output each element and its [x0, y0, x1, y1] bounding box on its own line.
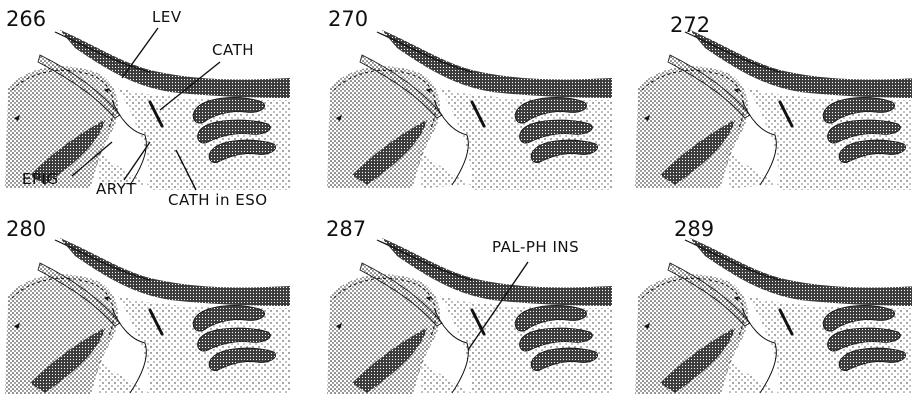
- panel-272: 272: [635, 13, 912, 190]
- label-cath: CATH: [212, 41, 254, 59]
- panel-number: 289: [674, 217, 714, 241]
- label-cath-in-eso: CATH in ESO: [168, 191, 268, 209]
- panel-289: 289: [635, 217, 912, 394]
- label-aryt: ARYT: [96, 180, 136, 198]
- label-lev: LEV: [152, 8, 182, 26]
- label-epig: EPIG: [22, 170, 59, 188]
- panel-number: 270: [328, 7, 368, 31]
- panel-number: 266: [6, 7, 46, 31]
- panel-270: 270: [327, 7, 612, 190]
- panel-number: 287: [326, 217, 366, 241]
- label-pal-ph-ins: PAL-PH INS: [492, 238, 579, 256]
- panel-280: 280: [5, 217, 290, 394]
- panel-266: 266: [5, 7, 290, 190]
- panel-number: 272: [670, 13, 710, 37]
- panel-number: 280: [6, 217, 46, 241]
